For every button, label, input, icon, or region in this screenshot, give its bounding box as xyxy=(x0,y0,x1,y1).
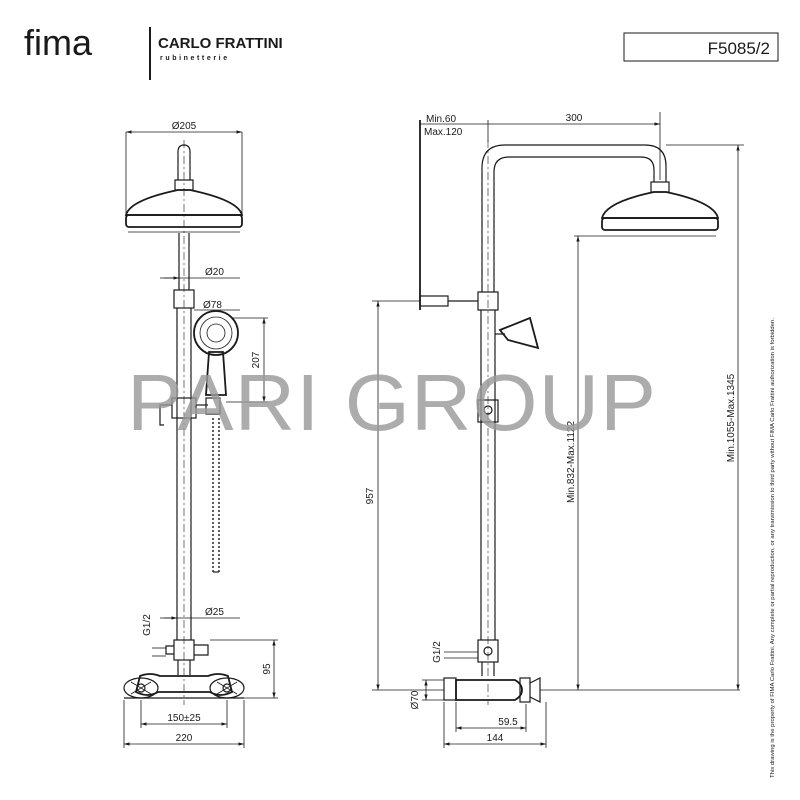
dim-arm-length: 300 xyxy=(566,113,583,124)
dim-handle-length: 59.5 xyxy=(498,717,518,728)
dim-head-height: Min.832-Max.1122 xyxy=(566,421,577,504)
front-arm-stub xyxy=(177,144,191,180)
fima-logo: fima xyxy=(24,22,93,63)
side-handle-hub xyxy=(519,677,531,703)
side-head-nut xyxy=(650,181,670,193)
brand-subtitle: rubinetterie xyxy=(160,55,230,62)
side-shower-head-rim xyxy=(601,217,719,231)
side-hand-shower xyxy=(498,316,540,350)
front-shower-head-rim xyxy=(125,214,243,228)
front-diverter-knob xyxy=(194,644,209,656)
front-mixer-body xyxy=(134,673,234,696)
front-hand-shower-face xyxy=(193,310,239,356)
dim-hand-diameter: Ø78 xyxy=(203,300,222,311)
side-dimensions: Min.60 Max.120 300 957 Min.832-Max.1122 … xyxy=(365,112,744,748)
brand-header: fima CARLO FRATTINI rubinetterie F5085/2 xyxy=(24,22,779,80)
dim-pipe-diameter: Ø20 xyxy=(205,267,224,278)
front-slider-knob xyxy=(159,404,172,426)
side-wall-bracket xyxy=(419,295,449,307)
front-view: Ø205 Ø20 Ø78 207 Ø25 G1/2 95 150±25 xyxy=(123,121,278,748)
dim-flange-diameter: Ø70 xyxy=(410,690,421,709)
model-code-box xyxy=(623,32,779,62)
front-hand-shower-handle xyxy=(205,351,227,396)
side-cross-handle xyxy=(529,677,541,703)
front-dimensions: Ø205 Ø20 Ø78 207 Ø25 G1/2 95 150±25 xyxy=(123,121,278,748)
dim-thread-side: G1/2 xyxy=(432,641,443,663)
dim-min-offset: Min.60 xyxy=(426,114,456,125)
front-pipe-joint xyxy=(173,289,195,309)
side-slider xyxy=(477,399,499,423)
dim-slider-height: 957 xyxy=(365,487,376,504)
dim-body-height: 95 xyxy=(262,663,273,675)
dim-max-offset: Max.120 xyxy=(424,127,463,138)
copyright-disclaimer: This drawing is the property of FIMA Car… xyxy=(770,318,776,778)
dim-width: 220 xyxy=(176,733,193,744)
brand-name: CARLO FRATTINI xyxy=(158,35,283,52)
watermark-text: PARI GROUP xyxy=(127,358,657,447)
side-shower-head xyxy=(600,191,720,219)
front-diverter xyxy=(173,639,195,661)
side-mixer-body xyxy=(455,679,523,701)
dim-total-height: Min.1055-Max.1345 xyxy=(726,373,737,462)
front-slider xyxy=(171,397,197,419)
side-diverter xyxy=(477,639,499,663)
dim-thread-front: G1/2 xyxy=(142,614,153,636)
side-wall-flange xyxy=(443,677,457,701)
model-code: F5085/2 xyxy=(708,39,770,58)
side-pipe-joint xyxy=(477,291,499,311)
dim-lower-pipe: Ø25 xyxy=(205,607,224,618)
dim-head-diameter: Ø205 xyxy=(172,121,197,132)
side-view: Min.60 Max.120 300 957 Min.832-Max.1122 … xyxy=(365,112,744,748)
front-holder xyxy=(205,397,221,415)
dim-hand-height: 207 xyxy=(251,351,262,368)
side-shower-arm xyxy=(481,144,667,292)
dim-depth: 144 xyxy=(487,733,504,744)
dim-centers: 150±25 xyxy=(167,713,201,724)
